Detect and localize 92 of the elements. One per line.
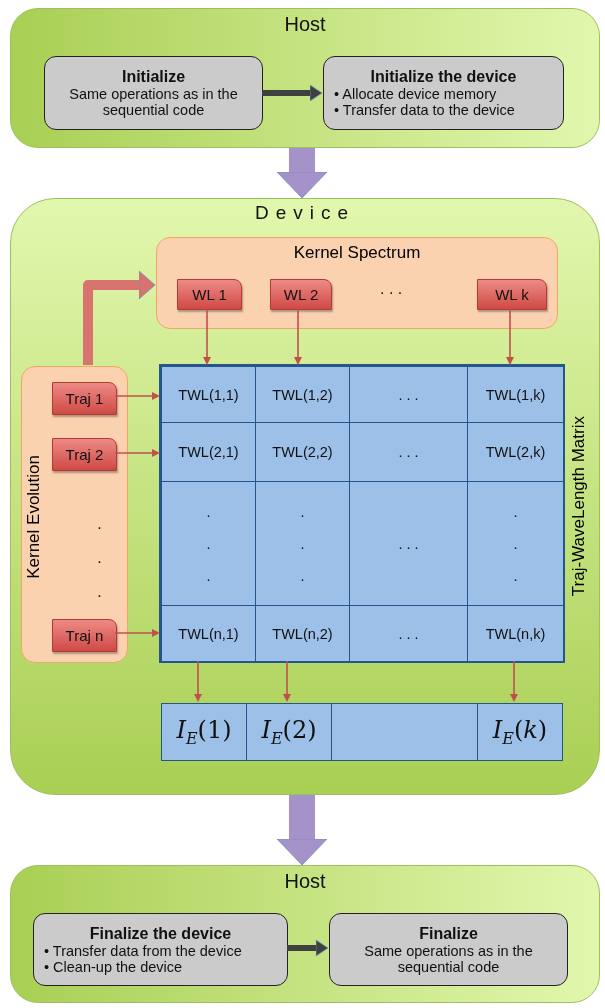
matrix-cell [161,481,256,606]
math-label: I$_{E}$(k) [492,716,548,748]
host-panel [10,8,600,148]
kernel-panel [21,366,128,663]
matrix-cell [161,605,256,662]
tag-label: WL 1 [192,286,227,303]
cell-text: TWL(1,k) [485,386,546,403]
tag-box [52,382,117,415]
process-box [323,56,564,130]
arrow [114,449,160,457]
panel-title: Host [283,13,327,36]
vector-cell [477,703,563,761]
panel-title: Device [253,202,357,224]
matrix-cell [349,605,468,662]
tag-box [52,438,117,471]
kernel-panel [156,237,558,329]
host-panel [10,865,600,1003]
matrix-cell [349,366,468,423]
panel-title: Kernel Evolution [24,455,44,579]
tag-box [52,619,117,652]
device-panel [10,198,600,795]
vector-cell [246,703,332,761]
box-heading: Finalize the device [89,924,232,943]
process-box [329,913,568,986]
box-heading: Initialize [121,68,186,86]
block-arrow [287,939,329,957]
math-label: I$_{E}$(1) [176,716,232,748]
box-heading: Initialize the device [370,68,517,86]
vector-cell [331,703,478,761]
vector-cell [161,703,247,761]
matrix-cell [467,366,564,423]
matrix-cell [161,366,256,423]
block-arrow [276,148,328,199]
cell-text: . . . [398,444,419,460]
bullet-item: • Clean-up the device [43,958,184,975]
matrix-cell [255,422,350,482]
box-text: Same operations as in the sequential code [68,86,239,118]
arrow [203,307,211,365]
matrix-cell [255,481,350,606]
cell-text: TWL(n,1) [178,625,239,642]
ellipsis: . . . [90,515,108,600]
arrow [194,660,202,702]
cell-text: . . . [398,535,419,552]
cell-text: . . . [398,625,419,642]
tag-label: WL 2 [283,286,319,303]
matrix-cell [467,422,564,482]
matrix-title: Traj-WaveLength Matrix [569,416,589,597]
cell-text: TWL(2,k) [485,444,546,460]
cell-text: TWL(1,1) [178,386,239,403]
arrow [510,660,518,702]
bullet-item: • Transfer data to the device [333,102,516,118]
bullet-item: • Allocate device memory [333,86,498,102]
tag-label: Traj 2 [65,446,104,463]
ellipsis: . . . [380,280,403,298]
tag-box [270,279,332,310]
matrix-cell [161,422,256,482]
math-label: I$_{E}$(2) [261,716,317,748]
block-arrow [83,270,156,365]
cell-text: . . . [294,503,311,584]
cell-text: TWL(2,1) [178,444,239,460]
matrix-cell [349,481,468,606]
block-arrow [276,795,328,866]
process-box [33,913,288,986]
arrow [283,660,291,702]
cell-text: . . . [507,503,524,584]
tag-label: Traj 1 [65,390,104,407]
cell-text: TWL(2,2) [272,444,333,460]
matrix-cell [349,422,468,482]
cell-text: TWL(n,2) [272,625,333,642]
panel-title: Host [283,870,327,893]
tag-box [177,279,242,310]
bullet-item: • Transfer data from the device [43,942,243,959]
block-arrow [262,84,323,102]
cell-text: TWL(n,k) [485,625,546,642]
arrow [294,307,302,365]
matrix-cell [255,605,350,662]
panel-title: Kernel Spectrum [292,243,422,263]
arrow [114,629,160,637]
cell-text: . . . [200,503,217,584]
process-box [44,56,263,130]
arrow [506,307,514,365]
tag-box [477,279,547,310]
box-text: Same operations as in the sequential code [363,942,534,975]
matrix-cell [467,481,564,606]
matrix-cell [255,366,350,423]
arrow [114,392,160,400]
matrix-cell [467,605,564,662]
cell-text: TWL(1,2) [272,386,333,403]
cell-text: . . . [398,386,419,403]
tag-label: WL k [495,286,529,303]
box-heading: Finalize [419,924,478,943]
tag-label: Traj n [65,627,104,644]
